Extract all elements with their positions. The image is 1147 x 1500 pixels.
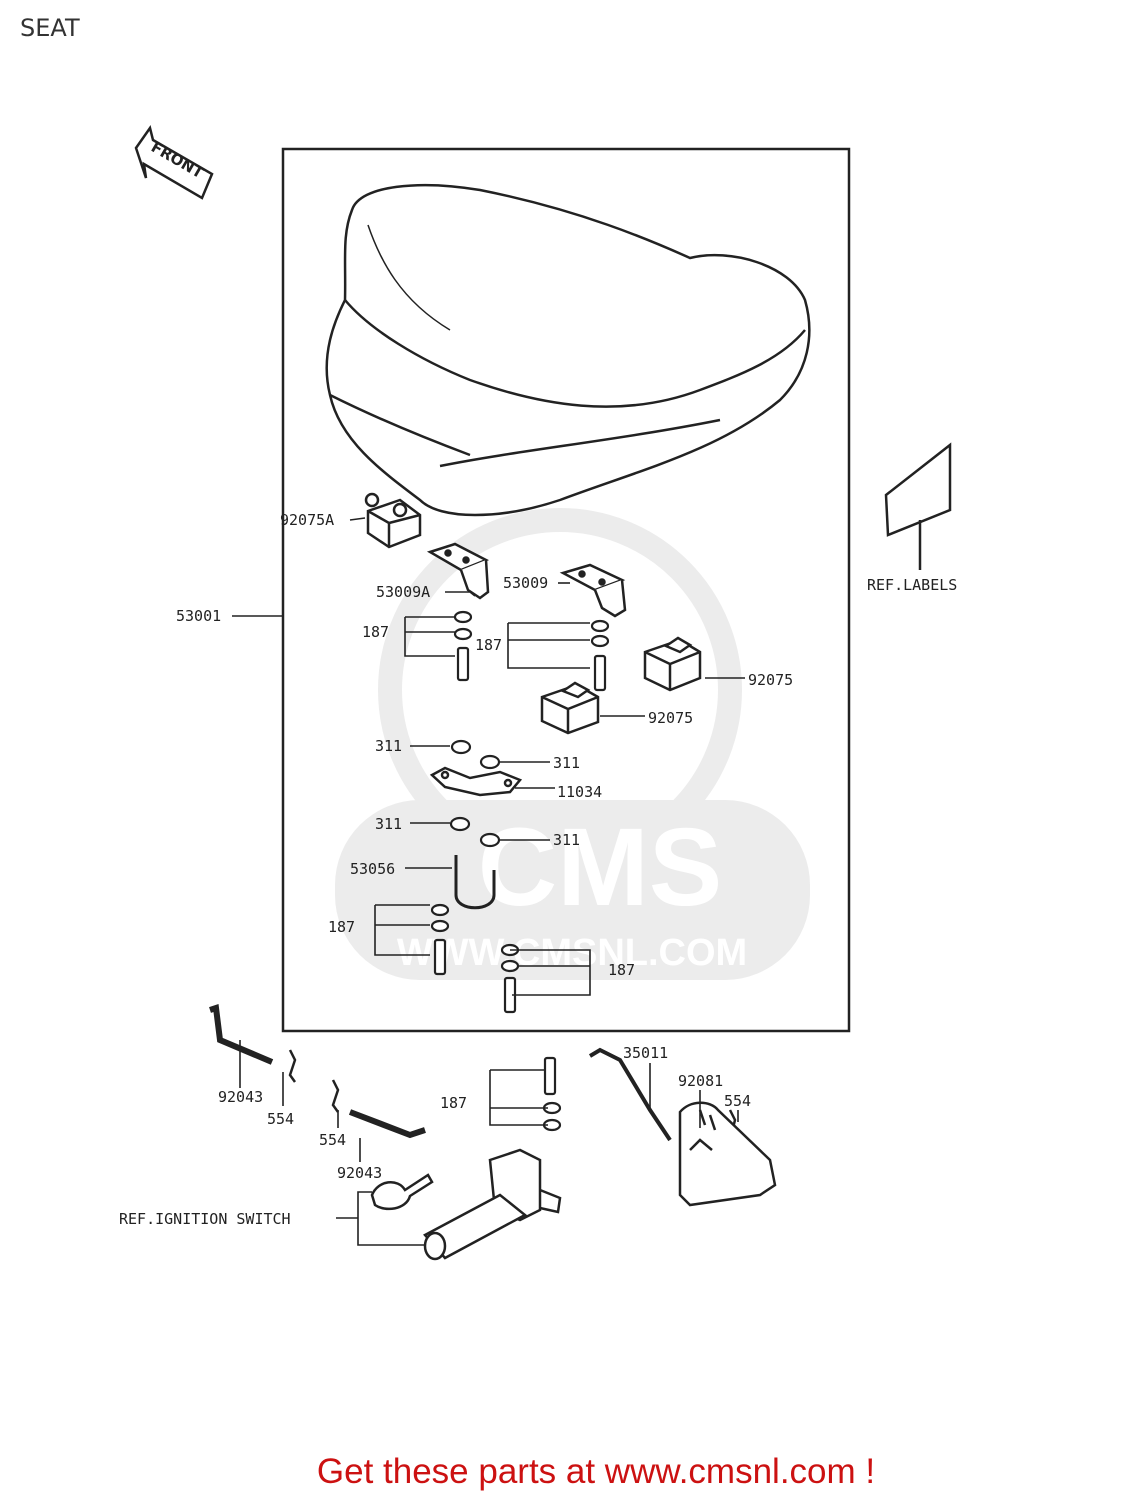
label-53001: 53001	[176, 607, 221, 625]
rubber-block-92075A	[364, 492, 422, 549]
bracket-53009	[559, 563, 627, 618]
label-ref-labels: REF.LABELS	[867, 576, 957, 594]
label-11034: 11034	[557, 783, 602, 801]
part-labels: 92075A 53009A 53009 53001 187 187 92075 …	[119, 511, 957, 1228]
ref-labels-sheet	[884, 442, 952, 570]
label-311-b: 311	[553, 754, 580, 772]
seat-cushion	[325, 183, 811, 517]
bracket-53009A	[426, 542, 490, 600]
footer-cta[interactable]: Get these parts at www.cmsnl.com !	[316, 1452, 876, 1491]
label-187-b: 187	[475, 636, 502, 654]
fasteners	[430, 610, 610, 1132]
label-92075-lower: 92075	[648, 709, 693, 727]
label-311-c: 311	[375, 815, 402, 833]
label-92075-upper: 92075	[748, 671, 793, 689]
label-187-d: 187	[608, 961, 635, 979]
label-53009: 53009	[503, 574, 548, 592]
leader-lines	[232, 517, 745, 1246]
watermark-url: WWW.CMSNL.COM	[397, 932, 747, 974]
label-187-e: 187	[440, 1094, 467, 1112]
label-92075A: 92075A	[280, 511, 334, 529]
label-35011: 35011	[623, 1044, 668, 1062]
watermark-brand: CMS	[478, 806, 722, 929]
label-53056: 53056	[350, 860, 395, 878]
label-ref-ignition-switch: REF.IGNITION SWITCH	[119, 1210, 291, 1228]
label-311-a: 311	[375, 737, 402, 755]
rubber-block-92075-upper	[643, 636, 702, 692]
label-311-d: 311	[553, 831, 580, 849]
plate-11034	[429, 766, 523, 797]
label-92043-b: 92043	[337, 1164, 382, 1182]
rubber-block-92075-lower	[540, 681, 600, 735]
label-92043-a: 92043	[218, 1088, 263, 1106]
watermark: CMS WWW.CMSNL.COM	[335, 508, 810, 980]
lower-parts	[209, 1003, 777, 1261]
label-187-a: 187	[362, 623, 389, 641]
label-92081: 92081	[678, 1072, 723, 1090]
label-53009A: 53009A	[376, 583, 430, 601]
front-arrow-icon: FRONT	[134, 125, 214, 200]
label-554-b: 554	[319, 1131, 346, 1149]
label-187-c: 187	[328, 918, 355, 936]
assembly-frame	[281, 147, 851, 1033]
page-title: SEAT	[20, 14, 80, 42]
label-554-c: 554	[724, 1092, 751, 1110]
label-554-a: 554	[267, 1110, 294, 1128]
